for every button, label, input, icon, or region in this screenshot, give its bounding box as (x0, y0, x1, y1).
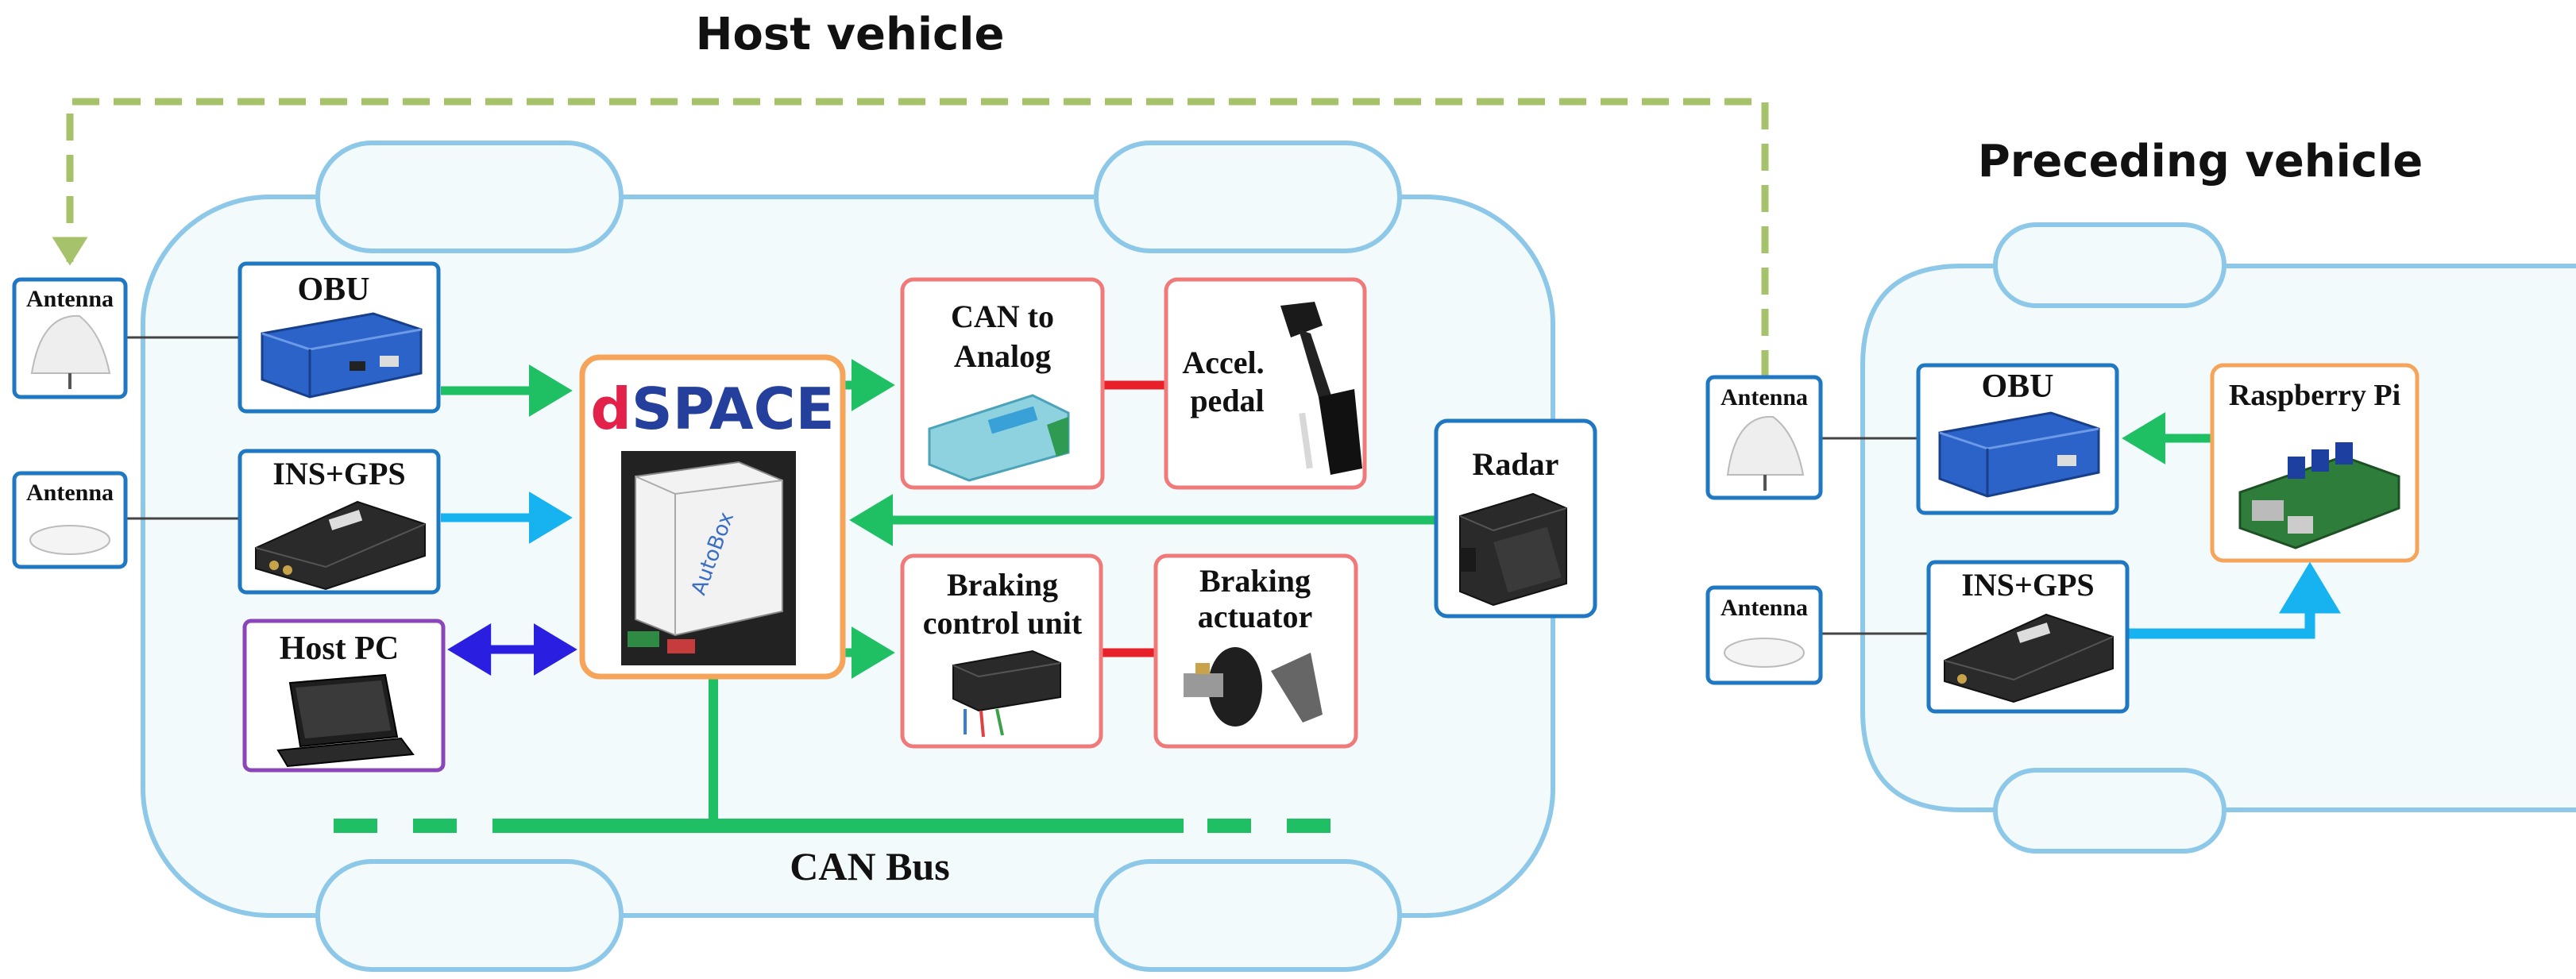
prec-obu-device-icon (1938, 411, 2100, 498)
dspace-logo-space: SPACE (631, 376, 835, 442)
preceding-wheel-top (1993, 222, 2226, 308)
host-wheel-front-bottom (315, 859, 624, 972)
can-to-analog-box: CAN to Analog (900, 277, 1105, 490)
prec-obu-label: OBU (1981, 368, 2053, 405)
radar-box: Radar (1434, 418, 1597, 619)
can-to-analog-label-2: Analog (954, 338, 1051, 374)
braking-cu-label-2: control unit (923, 605, 1083, 641)
accel-pedal-label-2: pedal (1190, 383, 1264, 418)
prec-antenna-2: Antenna (1705, 585, 1823, 685)
can-bus (334, 675, 1350, 833)
host-antenna-1: Antenna (12, 277, 128, 399)
preceding-wheel-bottom (1993, 768, 2226, 854)
can-bus-label: CAN Bus (790, 844, 949, 888)
obu-device-icon (261, 312, 423, 399)
dspace-logo: dSPACE (590, 376, 834, 442)
host-wheel-rear-top (1094, 141, 1402, 253)
host-ins-gps-label: INS+GPS (272, 456, 405, 491)
arrow-ins-to-raspberry (2127, 561, 2341, 639)
v2v-dashed-link (52, 98, 1769, 377)
brake-booster-icon (1184, 647, 1323, 727)
host-ins-gps-box: INS+GPS (238, 449, 441, 595)
prec-ins-gps-label: INS+GPS (1961, 567, 2094, 603)
prec-obu-box: OBU (1916, 363, 2119, 515)
braking-cu-label-1: Braking (947, 567, 1058, 603)
preceding-vehicle-title: Preceding vehicle (1978, 136, 2423, 187)
radar-sensor-icon (1459, 492, 1567, 607)
prec-ins-gps-device-icon (1944, 613, 2114, 703)
accel-pedal-label-1: Accel. (1182, 345, 1264, 380)
can-to-analog-label-1: CAN to (951, 299, 1054, 334)
host-obu-box: OBU (238, 261, 441, 414)
prec-antenna-1-label: Antenna (1721, 384, 1808, 410)
dspace-logo-d: d (590, 376, 631, 442)
prec-antenna-1: Antenna (1705, 375, 1823, 500)
accel-pedal-box: Accel. pedal (1164, 277, 1367, 490)
gps-puck-antenna-icon (29, 525, 110, 555)
host-pc-box: Host PC (242, 619, 446, 773)
host-wheel-front-top (315, 141, 624, 253)
ins-gps-device-icon (255, 500, 426, 591)
braking-ecu-icon (952, 649, 1061, 738)
autobox-photo: AutoBox (621, 451, 796, 665)
host-wheel-rear-bottom (1094, 859, 1402, 972)
radar-label: Radar (1473, 446, 1559, 482)
prec-gps-puck-antenna-icon (1724, 638, 1805, 668)
braking-control-unit-box: Braking control unit (900, 553, 1103, 749)
braking-actuator-box: Braking actuator (1153, 553, 1358, 749)
host-antenna-1-label: Antenna (26, 286, 114, 312)
host-antenna-2-label: Antenna (26, 480, 114, 506)
can-analog-module-icon (928, 394, 1070, 482)
braking-actuator-label-1: Braking (1199, 563, 1311, 599)
braking-actuator-label-2: actuator (1198, 599, 1312, 634)
host-pc-label: Host PC (280, 630, 400, 667)
dspace-box: dSPACE AutoBox (579, 354, 846, 680)
raspberry-pi-board-icon (2238, 442, 2400, 549)
host-obu-label: OBU (297, 272, 369, 308)
shark-fin-antenna-icon (30, 314, 111, 374)
host-vehicle-title: Host vehicle (696, 9, 1005, 60)
raspberry-pi-box: Raspberry Pi (2210, 363, 2420, 563)
raspberry-pi-label: Raspberry Pi (2229, 379, 2400, 412)
accel-pedal-icon (1280, 302, 1362, 475)
host-antenna-2: Antenna (12, 471, 128, 569)
prec-shark-fin-antenna-icon (1726, 415, 1805, 476)
prec-ins-gps-box: INS+GPS (1926, 560, 2130, 714)
prec-antenna-2-label: Antenna (1721, 595, 1808, 621)
laptop-icon (276, 673, 415, 768)
